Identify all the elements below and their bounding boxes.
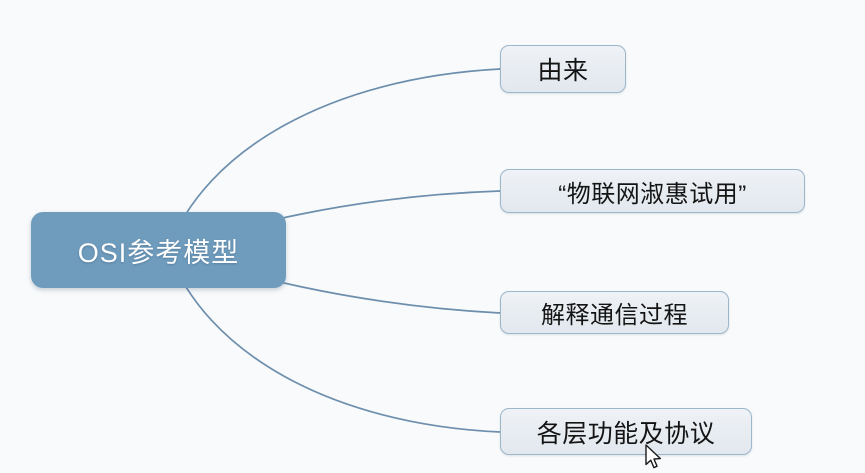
- branch-node-label: “物联网淑惠试用”: [558, 180, 747, 208]
- root-node[interactable]: OSI参考模型: [31, 212, 286, 288]
- branch-node-comm-process[interactable]: 解释通信过程: [500, 291, 729, 334]
- branch-node-origin[interactable]: 由来: [500, 45, 626, 93]
- branch-node-iot-quote[interactable]: “物联网淑惠试用”: [500, 169, 805, 213]
- branch-node-label: 各层功能及协议: [536, 419, 716, 448]
- branch-node-layer-functions[interactable]: 各层功能及协议: [500, 408, 752, 455]
- branch-node-label: 解释通信过程: [541, 302, 688, 329]
- branch-node-label: 由来: [537, 57, 589, 85]
- root-node-label: OSI参考模型: [77, 237, 240, 268]
